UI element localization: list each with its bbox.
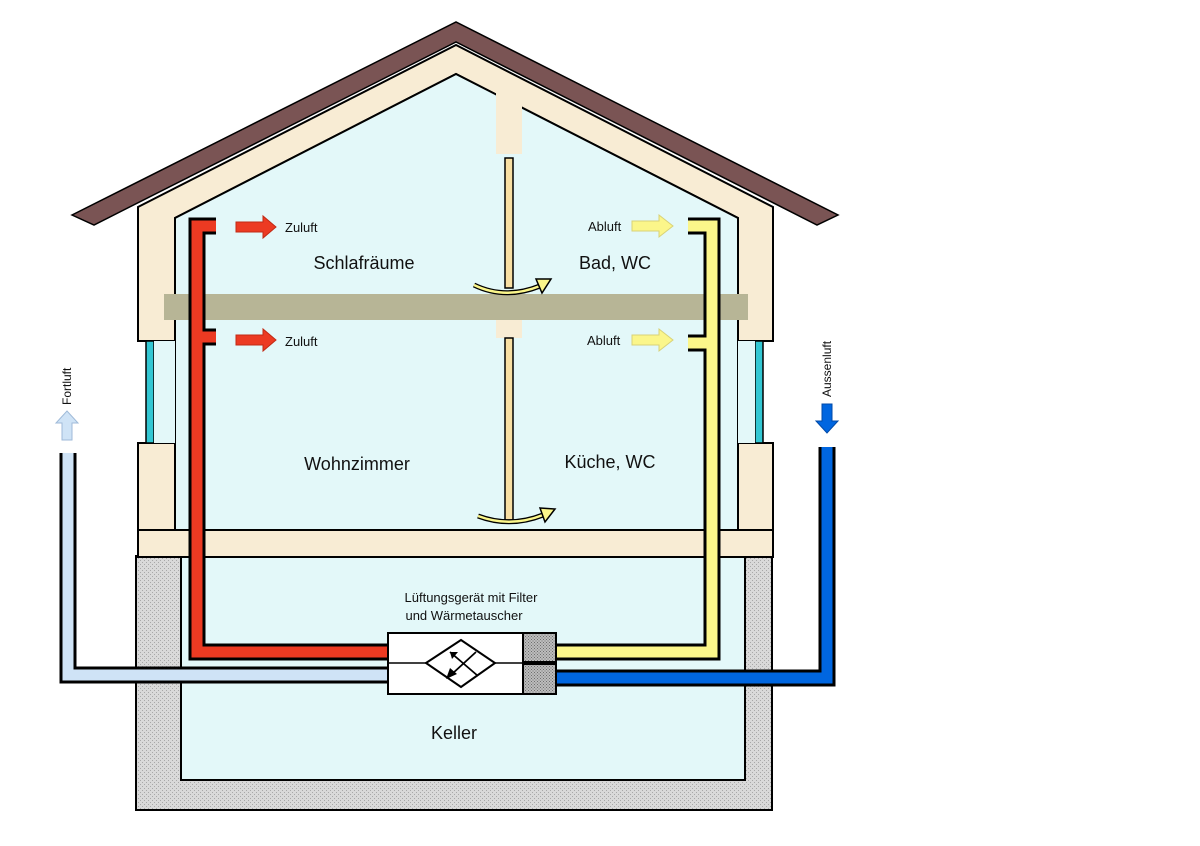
unit-filter-bottom: [522, 663, 557, 695]
unit-label-line1: Lüftungsgerät mit Filter: [405, 590, 539, 605]
flow-arrows: [54, 213, 840, 525]
lower-door: [504, 337, 514, 521]
roof: [70, 21, 840, 226]
left-window-frame: [145, 340, 155, 444]
ducts: [59, 217, 836, 687]
supply-arrow-icon: [235, 214, 277, 240]
exhaust-air-label: Fortluft: [60, 367, 74, 405]
extract-arrow-icon: [631, 327, 674, 353]
unit-label-line2: und Wärmetauscher: [405, 608, 523, 623]
lower-right-wall: [737, 442, 774, 531]
room-label-bedrooms: Schlafräume: [313, 253, 414, 273]
unit-filter-top: [522, 632, 557, 663]
extract-label-upper: Abluft: [588, 219, 622, 234]
supply-arrow-icon: [235, 327, 277, 353]
heat-exchanger-icon: [424, 638, 497, 689]
room-label-kitchen: Küche, WC: [564, 452, 655, 472]
right-window-frame: [754, 340, 764, 444]
right-window-glass: [738, 341, 755, 443]
room-label-living: Wohnzimmer: [304, 454, 410, 474]
exhaust-arrow-icon: [54, 410, 80, 441]
supply-label-lower: Zuluft: [285, 334, 318, 349]
outdoor-air-label: Aussenluft: [820, 340, 834, 397]
upper-wall-stub: [496, 92, 522, 154]
lower-wall-stub: [496, 320, 522, 338]
labels: Schlafräume Bad, WC Wohnzimmer Küche, WC…: [60, 219, 834, 743]
upper-door: [504, 157, 514, 289]
outdoor-arrow-icon: [814, 403, 840, 434]
outdoor-duct: [556, 447, 833, 684]
house-shell: [137, 43, 774, 558]
extract-label-lower: Abluft: [587, 333, 621, 348]
room-label-bath-upper: Bad, WC: [579, 253, 651, 273]
ventilation-unit: [387, 632, 557, 695]
ground-floor-slab: [137, 529, 774, 558]
extract-arrow-icon: [631, 213, 674, 239]
lower-left-wall: [137, 442, 176, 531]
left-window-glass: [154, 341, 175, 443]
extract-duct: [556, 220, 718, 658]
supply-label-upper: Zuluft: [285, 220, 318, 235]
supply-duct: [191, 220, 390, 658]
exhaust-duct: [62, 453, 390, 681]
room-label-cellar: Keller: [431, 723, 477, 743]
intermediate-floor-slab: [164, 294, 748, 320]
